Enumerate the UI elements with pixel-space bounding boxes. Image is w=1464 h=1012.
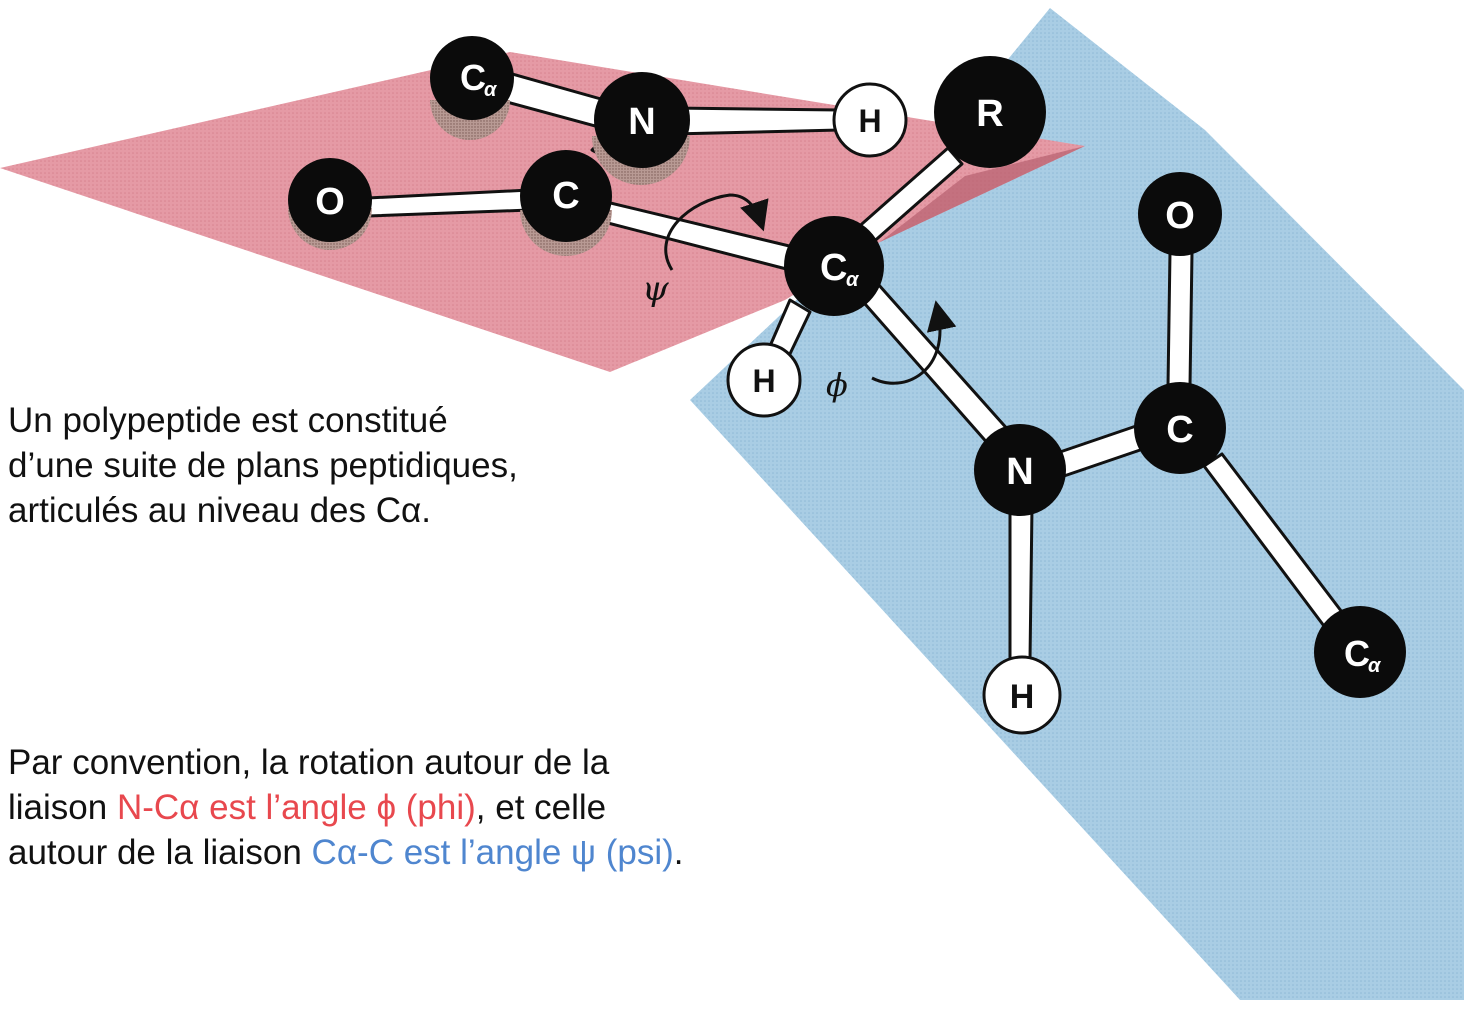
atom-calpha-center-label: C	[820, 247, 847, 289]
atom-h-bottom-label: H	[1010, 678, 1035, 716]
psi-angle-label: ψ	[642, 269, 669, 309]
atom-calpha-top-subscript: α	[484, 79, 498, 101]
atom-o-right-label: O	[1165, 195, 1195, 237]
caption-polypeptide-planes: Un polypeptide est constitué d’une suite…	[8, 398, 608, 533]
caption1-line1: Un polypeptide est constitué	[8, 401, 448, 440]
bond-c-o-right	[1166, 250, 1194, 388]
caption1-line3: articulés au niveau des Cα.	[8, 491, 431, 530]
atom-calpha-center-subscript: α	[846, 269, 860, 291]
bond-n-h-top	[670, 106, 842, 136]
atom-h-top: H	[832, 82, 908, 158]
caption1-line2: d’une suite de plans peptidiques,	[8, 446, 518, 485]
caption2-line2-start: liaison	[8, 788, 117, 827]
caption2-line1: Par convention, la rotation autour de la	[8, 743, 610, 782]
atom-n-right-label: N	[1006, 451, 1033, 493]
caption2-line3-start: autour de la liaison	[8, 833, 312, 872]
phi-definition-text: N-Cα est l’angle ϕ (phi)	[116, 788, 476, 827]
atom-o-left-label: O	[315, 181, 345, 223]
atom-calpha-center: C α	[784, 216, 884, 316]
blue-peptide-plane	[690, 8, 1464, 1000]
psi-rotation-arrow	[664, 193, 769, 271]
bond-n-h-bottom	[1008, 502, 1034, 662]
caption2-line2-end: , et celle	[475, 788, 607, 827]
atoms: C α N H O C R C α	[288, 36, 1406, 735]
atom-h-center: H	[726, 342, 802, 418]
red-plane-fold	[880, 146, 1085, 242]
phi-rotation-arrow	[871, 300, 957, 385]
atom-r: R	[934, 56, 1046, 168]
rotation-arrows	[664, 193, 957, 385]
caption-angle-convention: Par convention, la rotation autour de la…	[8, 740, 828, 875]
phi-angle-label: ϕ	[826, 366, 848, 404]
atom-c-top: C	[520, 150, 612, 242]
bonds	[366, 68, 1350, 662]
atom-calpha-right-subscript: α	[1368, 655, 1382, 677]
atom-h-center-label: H	[752, 363, 775, 399]
atom-h-top-label: H	[858, 103, 881, 139]
atom-c-right: C	[1134, 382, 1226, 474]
atom-c-top-label: C	[552, 175, 579, 217]
caption2-line3: autour de la liaison Cα-C est l’angle ψ …	[8, 830, 828, 875]
psi-definition-text: Cα-C est l’angle ψ (psi)	[311, 833, 674, 872]
atom-h-bottom: H	[982, 655, 1062, 735]
caption2-line3-end: .	[673, 833, 684, 872]
atom-r-label: R	[976, 93, 1003, 135]
atom-c-right-label: C	[1166, 409, 1193, 451]
caption2-line2: liaison N-Cα est l’angle ϕ (phi), et cel…	[8, 785, 828, 830]
atom-o-right: O	[1138, 172, 1222, 256]
atom-calpha-right-label: C	[1344, 633, 1370, 674]
atom-n-top-label: N	[628, 101, 655, 143]
atom-n-top: N	[594, 72, 690, 168]
atom-calpha-top: C α	[430, 36, 514, 120]
atom-n-right: N	[974, 424, 1066, 516]
atom-o-left: O	[288, 158, 372, 242]
atom-calpha-top-label: C	[460, 57, 486, 98]
atom-calpha-right: C α	[1314, 606, 1406, 698]
